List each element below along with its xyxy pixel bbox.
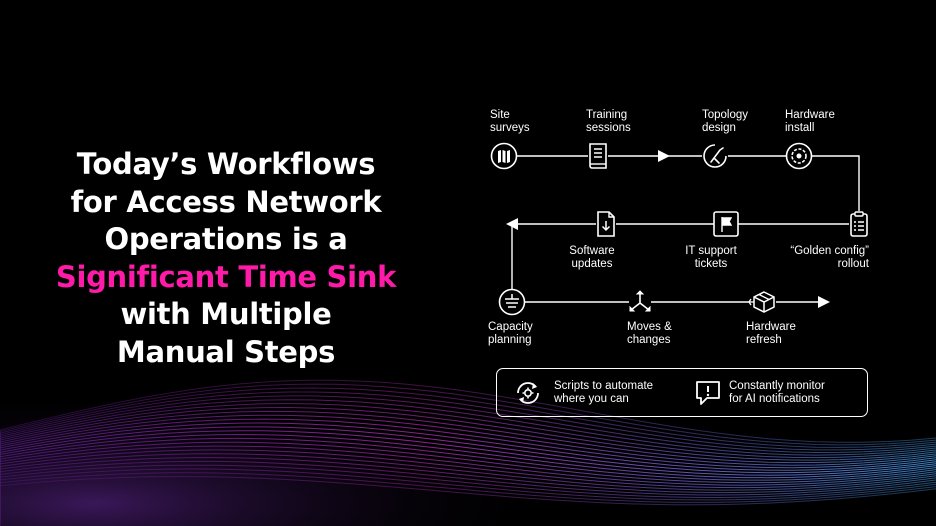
background-wave-line [0, 418, 936, 494]
clipboard-checklist-icon [845, 210, 873, 238]
background-wave-line [0, 453, 936, 516]
background-wave-line [0, 441, 936, 509]
software-download-icon [592, 210, 620, 238]
automation-callout-box: Scripts to automate where you can Consta… [496, 368, 868, 417]
step-capacity-planning-label: Capacity planning [488, 321, 533, 346]
background-wave-line [0, 422, 936, 497]
headline-accent-line: Significant Time Sink [55, 259, 397, 294]
topology-compass-icon [701, 142, 729, 170]
background-wave-line [0, 426, 936, 499]
headline-line-1: Today’s Workflows [76, 147, 376, 181]
row3-arrowhead [818, 296, 830, 308]
site-survey-icon [490, 142, 518, 170]
background-wave-line [0, 472, 936, 526]
row1-connector [504, 155, 860, 212]
automation-callout-text: Scripts to automate where you can [554, 380, 654, 405]
headline-line-5: with Multiple [120, 297, 332, 331]
moves-arrows-icon [626, 288, 654, 316]
step-site-surveys-label: Site surveys [490, 109, 530, 134]
capacity-planning-icon [498, 288, 526, 316]
step-it-support-label: IT support tickets [685, 245, 737, 270]
automation-cycle-icon [513, 378, 543, 408]
background-wave-line [0, 406, 936, 487]
hardware-refresh-box-icon [748, 288, 776, 316]
headline: Today’s Workflows for Access Network Ope… [20, 146, 432, 371]
alert-chat-icon [693, 378, 723, 408]
step-moves-changes-label: Moves & changes [627, 321, 672, 346]
monitor-callout-text: Constantly monitor for AI notifications [729, 380, 825, 405]
background-wave-line [0, 410, 936, 490]
step-hardware-refresh-label: Hardware refresh [746, 321, 796, 346]
step-software-updates-label: Software updates [569, 245, 615, 270]
background-wave-line [0, 403, 936, 485]
background-wave-line [0, 437, 936, 506]
row2-arrowhead [506, 218, 518, 230]
background-wave-line [0, 460, 936, 521]
background-wave-line [0, 430, 936, 502]
background-wave-line [0, 468, 936, 526]
ticket-flag-icon [712, 210, 740, 238]
background-wave-line [0, 449, 936, 514]
background-wave-line [0, 414, 936, 492]
background-wave-line [0, 464, 936, 523]
headline-line-2: for Access Network [70, 184, 382, 219]
background-wave-line [0, 379, 936, 470]
step-hardware-install-label: Hardware install [785, 109, 835, 134]
background-wave-line [0, 445, 936, 511]
step-topology-design-label: Topology design [702, 109, 749, 134]
headline-line-3: Operations is a [104, 222, 348, 256]
background-wave-line [0, 387, 936, 475]
hardware-install-gear-icon [785, 142, 813, 170]
row1-arrowhead [658, 150, 670, 162]
background-wave-line [0, 383, 936, 473]
headline-line-6: Manual Steps [116, 334, 336, 369]
background-wave-line [0, 457, 936, 518]
training-book-icon [584, 142, 612, 170]
step-golden-config-label: “Golden config” rollout [790, 245, 869, 270]
background-wave-line [0, 395, 936, 480]
background-wave-line [0, 433, 936, 504]
background-wave-line [0, 391, 936, 478]
background-wave-line [0, 476, 936, 526]
background-wave-line [0, 399, 936, 482]
step-training-sessions-label: Training sessions [586, 109, 631, 134]
